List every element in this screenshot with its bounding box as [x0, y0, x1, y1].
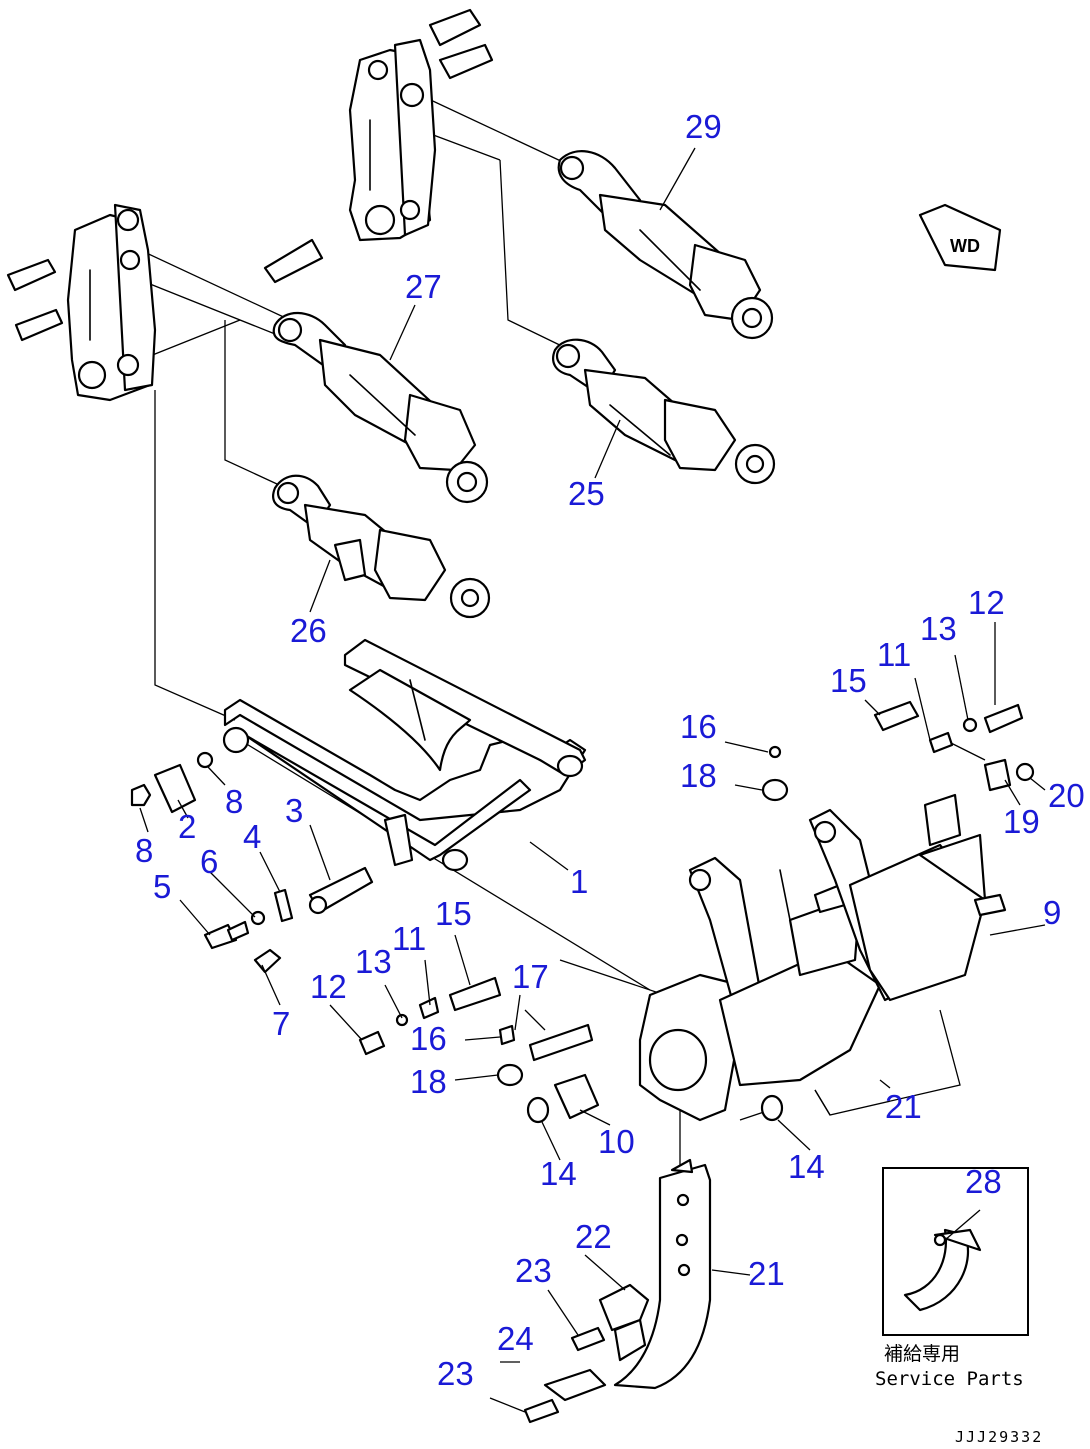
shank-21: [613, 1158, 712, 1390]
callout-6: 6: [200, 843, 218, 880]
callout-14-right: 14: [788, 1148, 825, 1185]
callout-14-left: 14: [540, 1155, 577, 1192]
callout-19: 19: [1003, 803, 1040, 840]
small-parts-right: [873, 700, 1035, 792]
callout-18-right: 18: [680, 757, 717, 794]
callout-2: 2: [178, 808, 196, 845]
service-parts-inset: 補給専用 Service Parts: [875, 1167, 1029, 1390]
callout-28: 29: [685, 108, 722, 145]
callout-23-lower: 23: [437, 1355, 474, 1392]
callout-26: 26: [290, 612, 327, 649]
callout-10: 10: [598, 1123, 635, 1160]
wd-plate: WD: [918, 203, 1002, 272]
callout-21-upper: 21: [885, 1088, 922, 1125]
callout-22: 22: [575, 1218, 612, 1255]
inset-caption-jp: 補給専用: [884, 1343, 960, 1365]
callout-8-left: 8: [135, 832, 153, 869]
callout-16-right: 16: [680, 708, 717, 745]
plate-tag: WD: [950, 236, 980, 256]
callout-12-right: 12: [968, 584, 1005, 621]
upper-left-bracket: [6, 203, 324, 402]
frame-1: [222, 638, 587, 872]
inset-caption-en: Service Parts: [875, 1368, 1024, 1390]
callout-7: 7: [272, 1005, 290, 1042]
callout-4: 4: [243, 818, 261, 855]
cylinder-27: [272, 311, 489, 504]
small-parts-left: [130, 751, 374, 974]
callout-9: 9: [1043, 894, 1061, 931]
tip-parts: [523, 1283, 650, 1424]
callout-11-center: 11: [392, 920, 426, 957]
callout-18-center: 18: [410, 1063, 447, 1100]
cylinder-28: [557, 150, 774, 340]
cylinder-26: [272, 474, 491, 619]
callout-11-right: 11: [877, 636, 911, 673]
callout-numbers: 29 27 25 26 1 2 3 4 5 6 7 8 8 9 10 11 11…: [135, 108, 1085, 1392]
callout-13-right: 13: [920, 610, 957, 647]
callout-29: 28: [965, 1163, 1002, 1200]
callout-25: 25: [568, 475, 605, 512]
small-parts-center: [358, 745, 789, 1124]
callout-17: 17: [512, 958, 549, 995]
callout-12-center: 12: [310, 968, 347, 1005]
callout-23-upper: 23: [515, 1252, 552, 1289]
callout-3: 3: [285, 792, 303, 829]
callout-15-right: 15: [830, 662, 867, 699]
callout-13-center: 13: [355, 943, 392, 980]
callout-20: 20: [1048, 777, 1085, 814]
callout-8-right: 8: [225, 783, 243, 820]
upper-right-bracket: [348, 8, 494, 242]
callout-leaders: [139, 147, 1046, 1413]
callout-1: 1: [570, 863, 588, 900]
callout-5: 5: [153, 868, 171, 905]
callout-21-lower: 21: [748, 1255, 785, 1292]
cylinder-25: [552, 338, 776, 485]
callout-15-center: 15: [435, 895, 472, 932]
callout-27: 27: [405, 268, 442, 305]
callout-24: 24: [497, 1320, 534, 1357]
drawing-code: JJJ29332: [955, 1428, 1043, 1446]
callout-16-center: 16: [410, 1020, 447, 1057]
ripper-holder: [638, 793, 1007, 1122]
